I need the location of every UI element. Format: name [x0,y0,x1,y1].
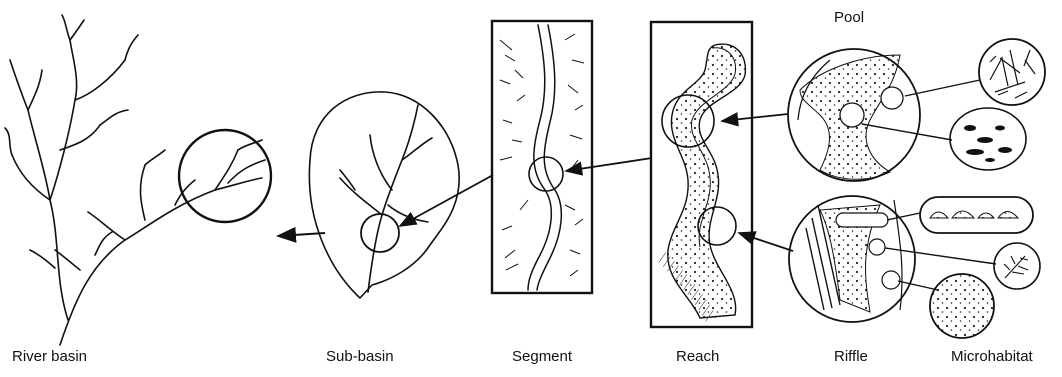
riffle-feature-2 [882,271,900,289]
reach-channel [660,44,745,320]
river-basin-network [5,15,265,345]
riffle-feature-1 [869,239,885,255]
arrow-to-reach-riffle [739,233,793,251]
label-riffle: Riffle [834,348,868,365]
microhabitat-circle-3 [930,274,994,338]
microhabitat-circle-2 [994,243,1040,289]
label-river-basin: River basin [12,348,87,365]
pool-feature-2 [881,87,903,109]
segment-bank-texture [500,34,584,276]
label-sub-basin: Sub-basin [326,348,394,365]
sub-basin-network [340,105,432,292]
arrow-to-sub-basin [400,175,493,226]
riffle-feature-bar [836,213,888,227]
arrow-to-pool-feature-2 [905,80,980,96]
arrow-to-segment [566,158,652,171]
label-pool: Pool [834,9,864,26]
arrow-to-reach-pool [722,114,788,121]
label-microhabitat: Microhabitat [951,348,1033,365]
pool-feature-1 [840,103,864,127]
sub-basin-outline [309,92,459,298]
label-reach: Reach [676,348,719,365]
microhabitat-circle-1 [979,39,1045,105]
label-segment: Segment [512,348,572,365]
arrow-to-river-basin [278,233,325,236]
